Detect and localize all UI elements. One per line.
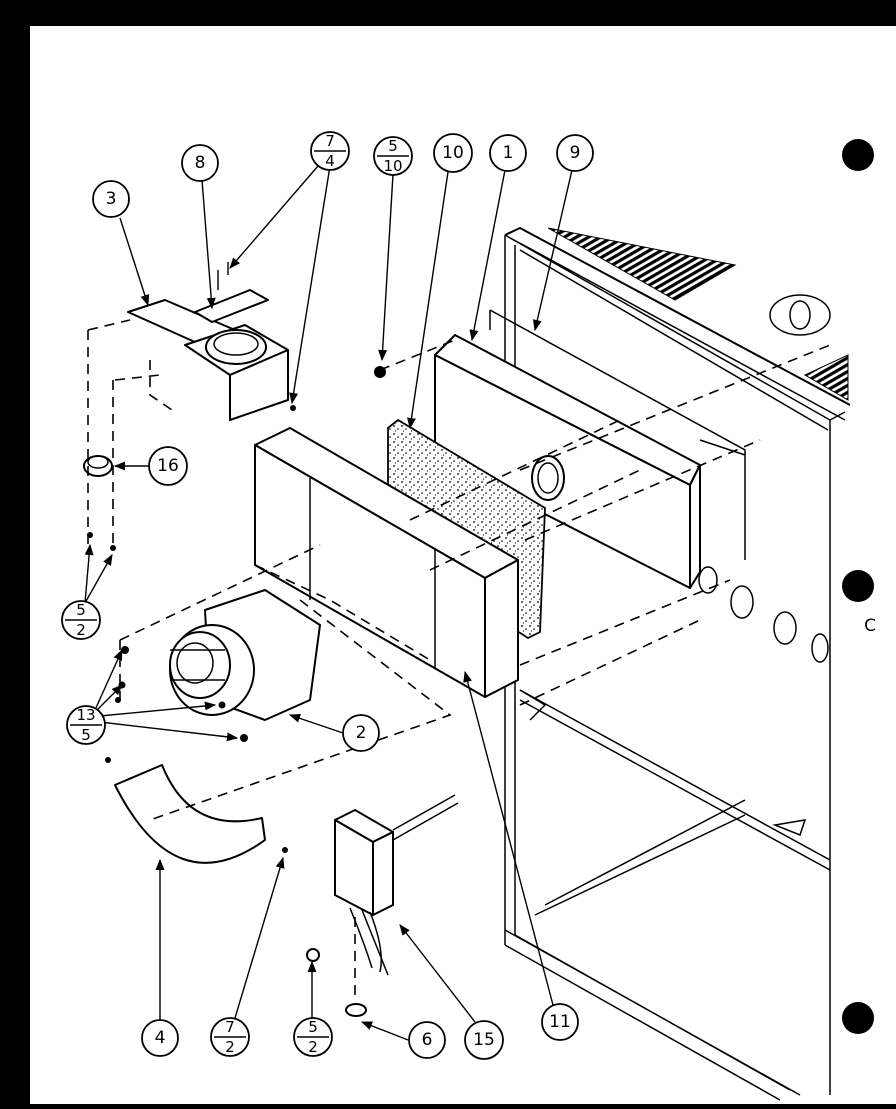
inducer-motor: [169, 589, 321, 721]
callout-11: 11: [541, 1003, 579, 1041]
callout-4: 4: [141, 1019, 179, 1057]
callout-5-2-left: 5 2: [61, 600, 101, 640]
vent-cover: [127, 289, 289, 421]
svg-text:5: 5: [81, 726, 91, 744]
svg-text:16: 16: [157, 456, 179, 476]
svg-text:7: 7: [325, 132, 335, 150]
margin-mark: C: [864, 616, 876, 636]
leader-lines: [84, 165, 573, 1041]
callout-5-2-bottom: 5 2: [293, 1017, 333, 1057]
svg-text:4: 4: [155, 1028, 166, 1048]
callout-8: 8: [181, 144, 219, 182]
binder-holes: [842, 139, 874, 1034]
callout-5-10: 5 10: [373, 136, 413, 176]
svg-text:2: 2: [76, 621, 86, 639]
callout-16: 16: [148, 446, 188, 486]
svg-text:9: 9: [570, 143, 581, 163]
control-box: [306, 794, 459, 1017]
svg-text:2: 2: [356, 723, 367, 743]
svg-text:2: 2: [308, 1038, 318, 1056]
svg-text:13: 13: [76, 706, 95, 724]
callout-3: 3: [92, 180, 130, 218]
fasteners: [87, 262, 386, 853]
heat-exchanger-panel: [434, 334, 701, 589]
svg-text:4: 4: [325, 152, 335, 170]
svg-text:5: 5: [76, 601, 86, 619]
svg-text:10: 10: [383, 157, 402, 175]
callout-7-2: 7 2: [210, 1017, 250, 1057]
collector-box: [254, 427, 519, 698]
svg-text:11: 11: [549, 1012, 571, 1032]
svg-text:7: 7: [225, 1018, 235, 1036]
svg-text:15: 15: [473, 1030, 495, 1050]
svg-text:3: 3: [106, 189, 117, 209]
svg-text:1: 1: [503, 143, 514, 163]
callout-9: 9: [556, 134, 594, 172]
svg-text:5: 5: [308, 1018, 318, 1036]
furnace-cabinet: [489, 227, 851, 1101]
blower-shield: [114, 764, 266, 864]
callout-6: 6: [408, 1021, 446, 1059]
svg-text:6: 6: [422, 1030, 433, 1050]
svg-text:5: 5: [388, 137, 398, 155]
limit-switch: [83, 455, 113, 477]
svg-text:2: 2: [225, 1038, 235, 1056]
svg-text:10: 10: [442, 143, 464, 163]
callout-10: 10: [433, 133, 473, 173]
callout-1: 1: [489, 134, 527, 172]
callout-7-4: 7 4: [310, 131, 350, 171]
callout-15: 15: [464, 1020, 504, 1060]
callout-13-5: 13 5: [66, 705, 106, 745]
callout-2: 2: [342, 714, 380, 752]
svg-text:8: 8: [195, 153, 206, 173]
